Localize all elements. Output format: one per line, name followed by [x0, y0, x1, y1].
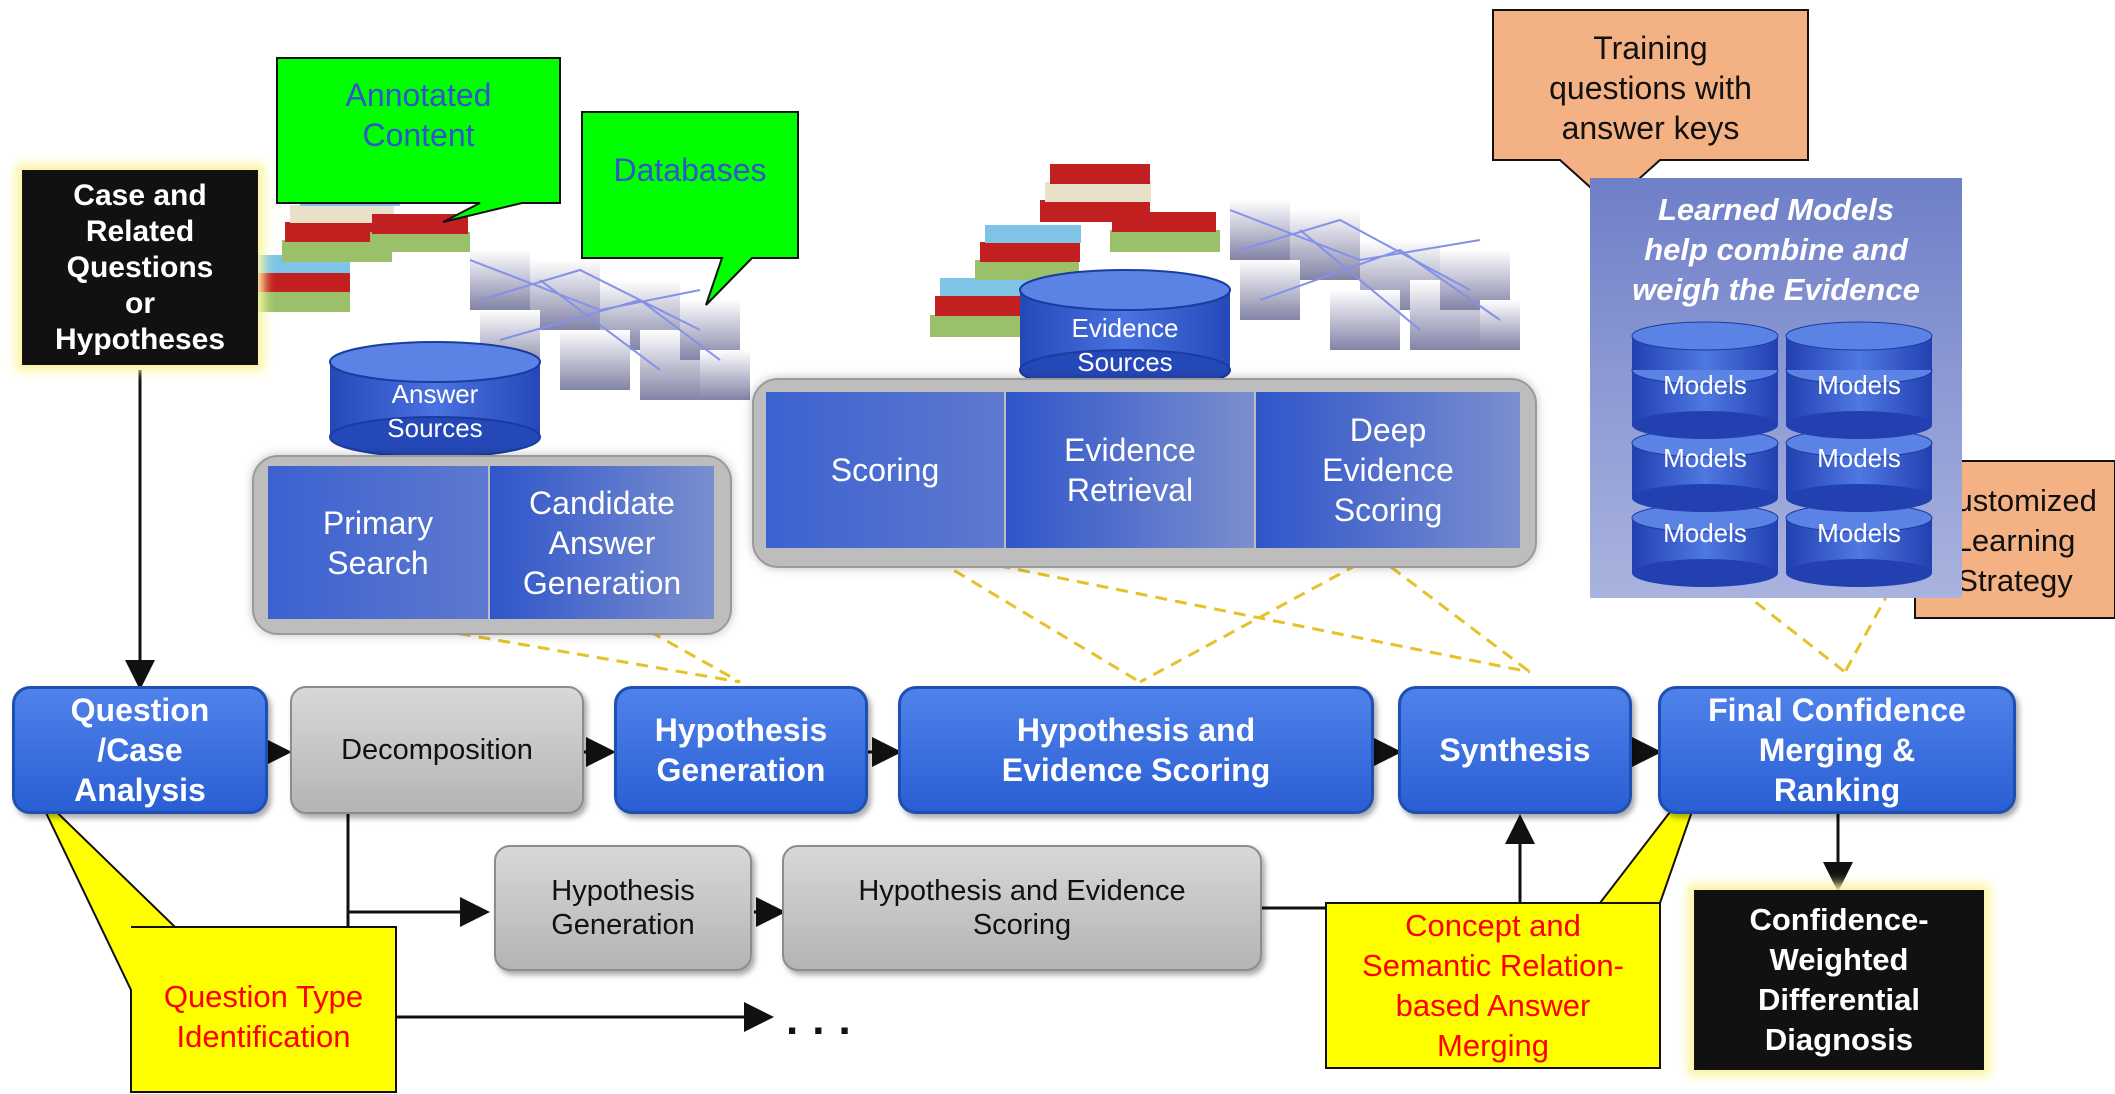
- deep-evidence-cell: Deep Evidence Scoring: [1256, 392, 1520, 548]
- models-label: Models: [1817, 443, 1901, 473]
- training-label: Training questions with answer keys: [1549, 30, 1752, 146]
- case-input-box: Case and Related Questions or Hypotheses: [22, 170, 258, 365]
- models-label: Models: [1663, 518, 1747, 548]
- continuation-ellipsis: ...: [786, 995, 865, 1044]
- differential-diagnosis-output: Confidence- Weighted Differential Diagno…: [1694, 890, 1984, 1070]
- models-label: Models: [1817, 370, 1901, 400]
- database-mosaic-icon: [1229, 200, 1520, 350]
- annotated-content-label: Annotated Content: [345, 77, 492, 153]
- models-label: Models: [1817, 518, 1901, 548]
- final-confidence-merging-step: Final Confidence Merging & Ranking: [1658, 686, 2016, 814]
- concept-merging-callout: [1325, 759, 1711, 1069]
- dashed-connectors: [379, 548, 1892, 684]
- hypothesis-evidence-scoring-step: Hypothesis and Evidence Scoring: [898, 686, 1374, 814]
- synthesis-step: Synthesis: [1398, 686, 1632, 814]
- evidence-sources-label: Evidence Sources: [1071, 313, 1179, 377]
- answer-sources-cylinder: [329, 341, 541, 458]
- concept-merging-label: Concept and Semantic Relation- based Ans…: [1362, 908, 1624, 1063]
- sub-hypothesis-generation-step: Hypothesis Generation: [494, 845, 752, 971]
- hypothesis-generation-step: Hypothesis Generation: [614, 686, 868, 814]
- question-case-analysis-step: Question /Case Analysis: [12, 686, 268, 814]
- decomposition-step: Decomposition: [290, 686, 584, 814]
- question-type-callout: [35, 791, 397, 1093]
- candidate-answer-cell: Candidate Answer Generation: [490, 466, 714, 619]
- database-mosaic-icon: [469, 250, 750, 400]
- primary-search-cell: Primary Search: [268, 466, 488, 619]
- models-cylinders: [1631, 321, 1933, 588]
- annotated-content-callout: [276, 57, 561, 223]
- sub-hypothesis-evidence-scoring-step: Hypothesis and Evidence Scoring: [782, 845, 1262, 971]
- databases-callout: [581, 111, 799, 306]
- models-label: Models: [1663, 370, 1747, 400]
- answer-sources-label: Answer Sources: [387, 379, 483, 443]
- book-stack-icon: [930, 164, 1220, 337]
- learned-models-title: Learned Models help combine and weigh th…: [1632, 192, 1920, 307]
- databases-label: Databases: [613, 152, 767, 188]
- question-type-label: Question Type Identification: [163, 979, 364, 1054]
- evidence-retrieval-cell: Evidence Retrieval: [1006, 392, 1254, 548]
- models-label: Models: [1663, 443, 1747, 473]
- customized-label: Customized Learning Strategy: [1933, 482, 2097, 598]
- scoring-cell: Scoring: [766, 392, 1004, 548]
